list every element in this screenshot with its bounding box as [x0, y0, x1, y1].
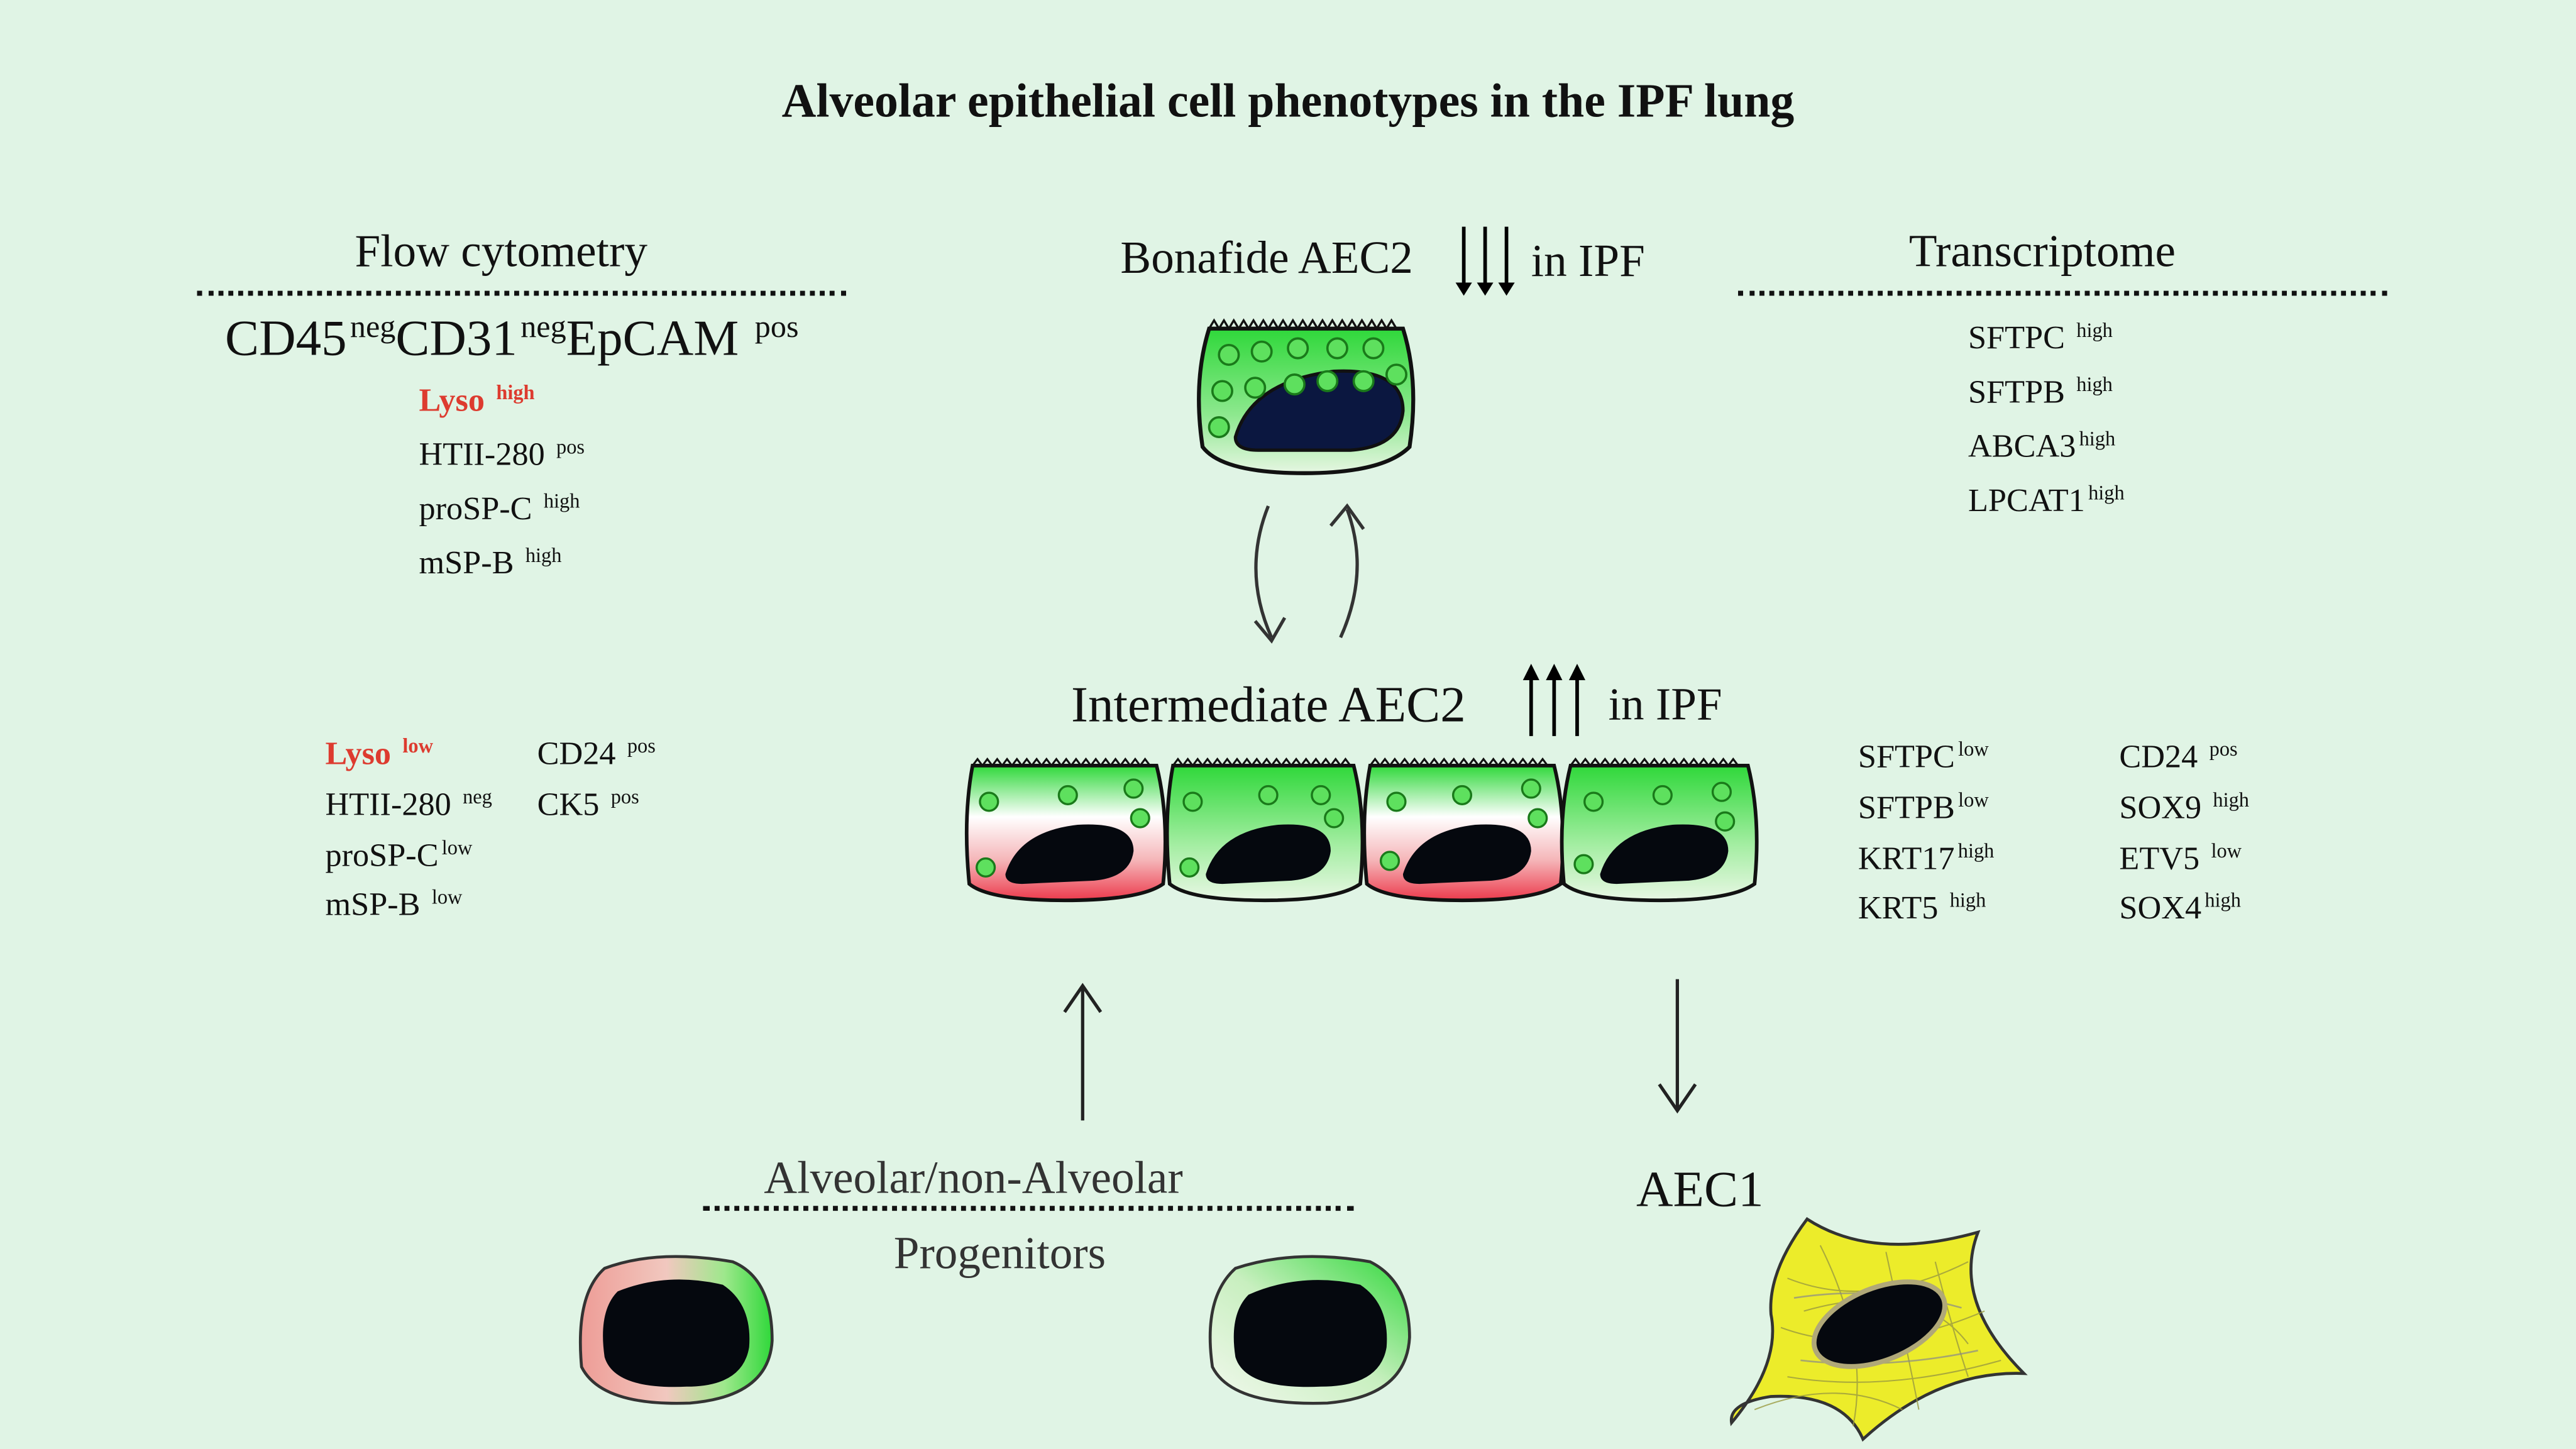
gene-sftpb-high: SFTPB high: [1968, 373, 2113, 411]
marker-lyso-high: Lyso high: [419, 381, 535, 419]
marker-htii280-pos: HTII-280 pos: [419, 436, 585, 473]
marker-ck5-pos: CK5 pos: [537, 785, 639, 824]
gate-marker: EpCAM pos: [566, 309, 799, 366]
transcriptome-divider: [1738, 290, 2387, 296]
aec1-cell: [1729, 1217, 2028, 1442]
aec1-label: AEC1: [1636, 1160, 1764, 1218]
intermediate-cell-green: [1165, 757, 1365, 903]
bonafide-aec2-cell: [1197, 318, 1416, 475]
progenitor-cell-green: [1208, 1255, 1411, 1405]
progenitors-label-line2: Progenitors: [893, 1228, 1106, 1280]
transition-arrows-icon: [1253, 503, 1365, 644]
diagram-title: Alveolar epithelial cell phenotypes in t…: [781, 75, 1795, 128]
intermediate-cell-green: [1560, 757, 1759, 903]
intermediate-aec2-label: Intermediate AEC2: [1071, 675, 1466, 733]
triple-up-arrow-icon: [1522, 663, 1586, 736]
flow-cytometry-heading: Flow cytometry: [355, 226, 647, 278]
gene-sox9-high: SOX9 high: [2119, 788, 2250, 827]
intermediate-cell-red: [964, 757, 1167, 903]
marker-prospc-high: proSP-C high: [419, 490, 580, 527]
triple-down-arrow-icon: [1455, 226, 1515, 296]
intermediate-trend-suffix: in IPF: [1608, 680, 1722, 732]
up-arrow-icon: [1063, 983, 1103, 1121]
down-arrow-icon: [1658, 979, 1697, 1114]
progenitors-label-line1: Alveolar/non-Alveolar: [764, 1153, 1183, 1204]
intermediate-aec2-cells: [964, 757, 1759, 903]
progenitor-cell-red-green: [578, 1255, 774, 1405]
marker-cd24-pos: CD24 pos: [537, 734, 656, 773]
intermediate-cell-red: [1362, 757, 1565, 903]
progenitors-divider: [703, 1206, 1354, 1211]
gene-krt5-high: KRT5 high: [1858, 889, 1986, 927]
gene-etv5-low: ETV5 low: [2119, 839, 2242, 878]
marker-htii280-neg: HTII-280 neg: [325, 785, 492, 824]
marker-mspb-low: mSP-B low: [325, 886, 463, 923]
marker-mspb-high: mSP-B high: [419, 544, 562, 582]
gene-sftpc-high: SFTPC high: [1968, 319, 2113, 357]
bonafide-trend-suffix: in IPF: [1531, 236, 1645, 288]
marker-lyso-low: Lyso low: [325, 734, 433, 773]
bonafide-aec2-label: Bonafide AEC2: [1120, 233, 1413, 285]
gene-cd24-pos: CD24 pos: [2119, 737, 2238, 776]
transcriptome-heading: Transcriptome: [1908, 226, 2176, 278]
flow-cytometry-divider: [197, 290, 846, 296]
